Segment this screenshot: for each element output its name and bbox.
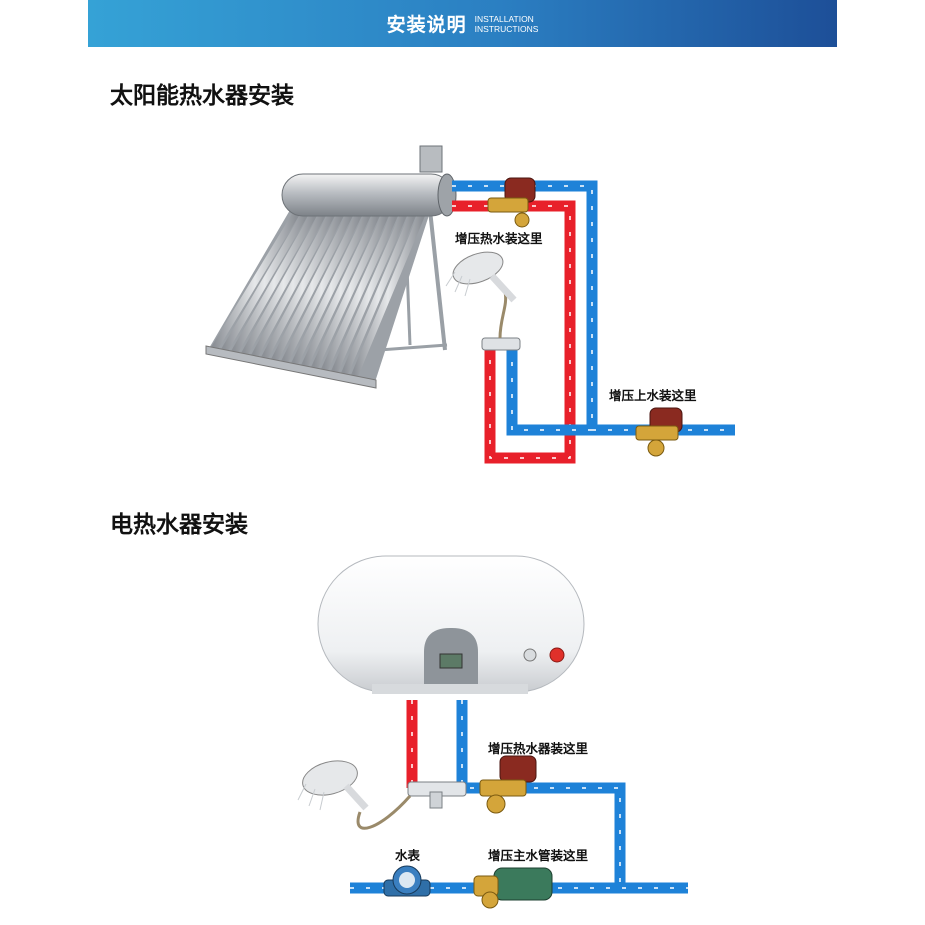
solar-shower-head-icon [445, 251, 517, 303]
solar-hot-pipe [452, 200, 576, 464]
main-pump-label: 增压主水管装这里 [488, 848, 589, 863]
solar-water-heater-image [205, 145, 457, 389]
electric-shower-head-icon [297, 760, 369, 811]
water-meter-icon [383, 865, 431, 897]
electric-mixing-valve [356, 781, 467, 830]
water-meter-label: 水表 [395, 848, 421, 863]
heater-pump-label: 增压热水器装这里 [488, 741, 589, 756]
main-booster-pump-icon [473, 867, 553, 909]
heater-booster-pump-icon [479, 755, 537, 814]
header-subtitle: INSTALLATION INSTRUCTIONS [475, 14, 539, 34]
solar-mixing-valve [481, 291, 521, 351]
solar-cold-booster-pump-icon [635, 407, 683, 457]
electric-section-title: 电热水器安装 [110, 512, 248, 538]
header-banner: 安装说明 INSTALLATION INSTRUCTIONS [88, 0, 837, 47]
solar-section-title: 太阳能热水器安装 [110, 83, 294, 109]
solar-hot-pump-label: 增压热水装这里 [455, 231, 543, 246]
header-title: 安装说明 [386, 14, 467, 36]
solar-hot-booster-pump-icon [487, 177, 536, 228]
header-subtitle-line2: INSTRUCTIONS [474, 23, 539, 34]
solar-cold-pump-label: 增压上水装这里 [609, 388, 697, 403]
header-subtitle-line1: INSTALLATION [474, 13, 534, 24]
electric-water-heater-image [317, 555, 585, 694]
